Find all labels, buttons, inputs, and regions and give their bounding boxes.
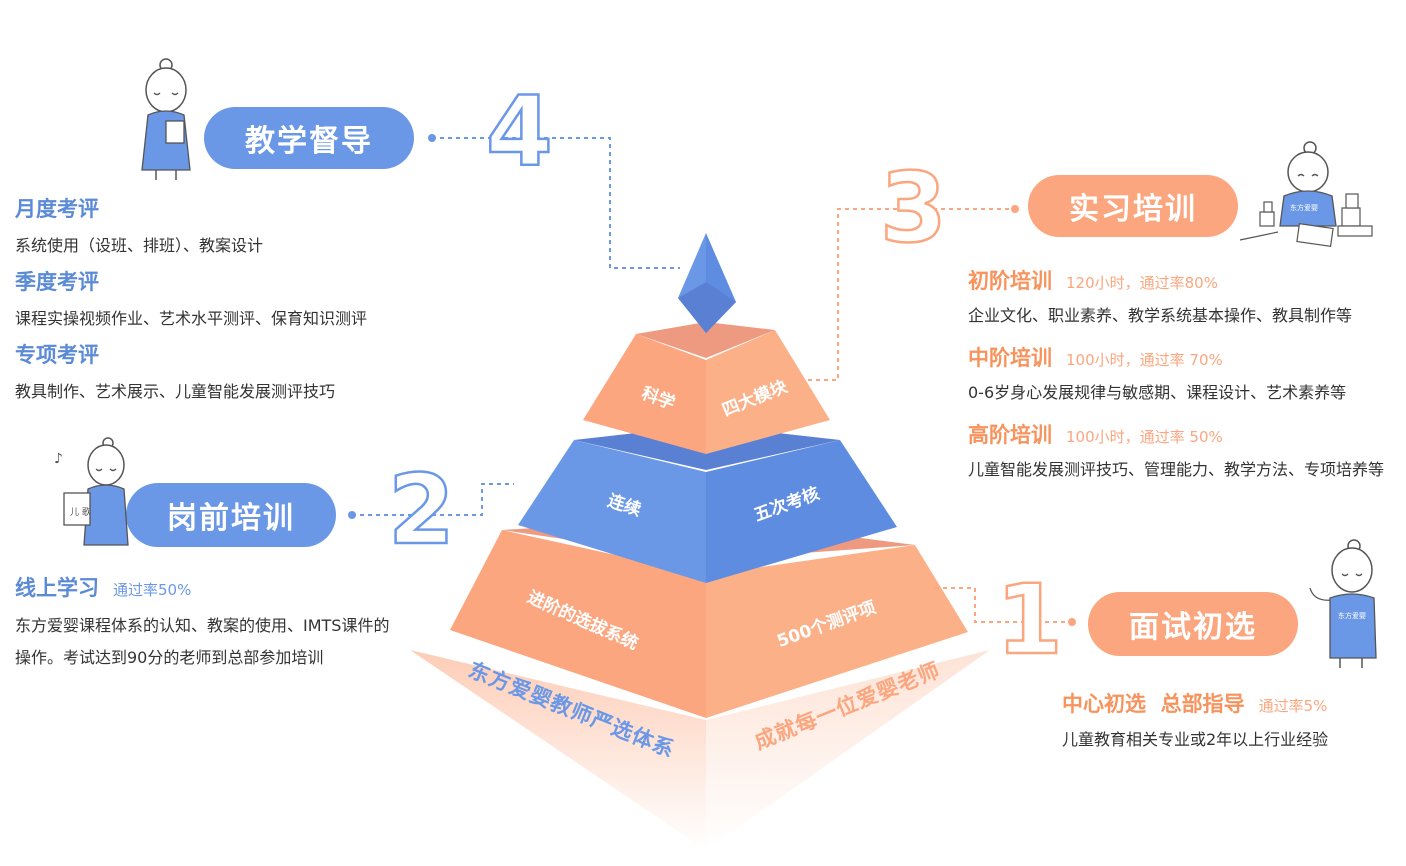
connector-2-dot	[348, 511, 356, 519]
song-paper-text: 儿 歌	[70, 506, 91, 518]
interview-title-text: 中心初选 总部指导	[1062, 692, 1245, 716]
teacher-illustration-right-bottom: 东方爱婴	[1309, 539, 1377, 668]
pyramid-base-left	[410, 650, 706, 850]
internship-title-text: 中阶培训	[968, 346, 1052, 370]
pyramid-base-right	[706, 650, 990, 850]
pyramid-apex-front	[678, 282, 736, 333]
pyramid-l4-right	[706, 545, 968, 718]
step-number-2: 2	[387, 454, 456, 566]
supervision-item-desc: 课程实操视频作业、艺术水平测评、保育知识测评	[15, 309, 368, 328]
internship-item: 初阶培训 120小时，通过率80% 企业文化、职业素养、教学系统基本操作、教具制作…	[968, 265, 1398, 342]
supervision-item: 季度考评 课程实操视频作业、艺术水平测评、保育知识测评	[15, 266, 435, 339]
internship-meta: 120小时，通过率80%	[1066, 274, 1218, 292]
step-4-title: 教学督导	[204, 107, 414, 169]
step-2-title: 岗前培训	[126, 483, 336, 547]
internship-meta: 100小时，通过率 50%	[1066, 428, 1223, 446]
supervision-item-desc: 教具制作、艺术展示、儿童智能发展测评技巧	[15, 382, 336, 401]
connector-2	[352, 483, 514, 516]
internship-item-desc: 儿童智能发展测评技巧、管理能力、教学方法、专项培养等	[968, 460, 1385, 479]
pretraining-block: 线上学习通过率50% 东方爱婴课程体系的认知、教案的使用、IMTS课件的 操作。…	[15, 572, 435, 668]
step-number-3: 3	[879, 152, 948, 264]
pyramid-l4-left	[450, 530, 706, 718]
connector-4-dot	[428, 134, 436, 142]
pyramid-l2-right	[706, 330, 830, 454]
connector-1-dot	[1068, 618, 1076, 626]
connector-1	[935, 587, 1068, 623]
teacher-illustration-top-left	[141, 58, 191, 180]
internship-title-text: 高阶培训	[968, 423, 1052, 447]
internship-meta: 100小时，通过率 70%	[1066, 351, 1223, 369]
interview-title: 中心初选 总部指导通过率5%	[1062, 688, 1402, 718]
svg-text:♪: ♪	[54, 451, 63, 467]
internship-list: 初阶培训 120小时，通过率80% 企业文化、职业素养、教学系统基本操作、教具制作…	[968, 265, 1398, 496]
step-number-4: 4	[485, 76, 554, 188]
pretraining-title: 线上学习通过率50%	[15, 572, 435, 602]
internship-title-text: 初阶培训	[968, 269, 1052, 293]
pretraining-desc-line1: 东方爱婴课程体系的认知、教案的使用、IMTS课件的	[15, 616, 390, 635]
supervision-item-title: 专项考评	[15, 343, 99, 367]
supervision-item-title: 季度考评	[15, 270, 99, 294]
step-1-title: 面试初选	[1088, 592, 1298, 656]
teacher-illustration-right-top: 东方爱婴	[1239, 141, 1373, 247]
supervision-list: 月度考评 系统使用（设班、排班）、教案设计 季度考评 课程实操视频作业、艺术水平…	[15, 193, 435, 412]
internship-item-desc: 企业文化、职业素养、教学系统基本操作、教具制作等	[968, 306, 1353, 325]
shirt-text-2: 东方爱婴	[1338, 611, 1366, 620]
pretraining-title-text: 线上学习	[15, 576, 99, 600]
interview-block: 中心初选 总部指导通过率5% 儿童教育相关专业或2年以上行业经验	[1062, 688, 1402, 750]
pyramid-l3-left	[518, 440, 706, 583]
supervision-item-title: 月度考评	[15, 197, 99, 221]
supervision-item-desc: 系统使用（设班、排班）、教案设计	[15, 236, 264, 255]
internship-item-title: 中阶培训 100小时，通过率 70%	[968, 342, 1398, 372]
internship-item: 高阶培训 100小时，通过率 50% 儿童智能发展测评技巧、管理能力、教学方法、专…	[968, 419, 1398, 496]
supervision-item: 月度考评 系统使用（设班、排班）、教案设计	[15, 193, 435, 266]
pretraining-desc-line2: 操作。考试达到90分的老师到总部参加培训	[15, 648, 324, 667]
connector-3	[808, 208, 1012, 381]
internship-item-title: 初阶培训 120小时，通过率80%	[968, 265, 1398, 295]
pyramid-l3-right	[706, 440, 897, 583]
shirt-text: 东方爱婴	[1290, 203, 1318, 212]
pyramid-l2-left	[583, 334, 706, 454]
step-3-title: 实习培训	[1028, 175, 1238, 237]
internship-item-title: 高阶培训 100小时，通过率 50%	[968, 419, 1398, 449]
teacher-illustration-left: ♪ 儿 歌	[54, 437, 129, 546]
interview-rate: 通过率5%	[1258, 697, 1328, 715]
internship-item-desc: 0-6岁身心发展规律与敏感期、课程设计、艺术素养等	[968, 383, 1347, 402]
connector-3-dot	[1011, 205, 1019, 213]
pyramid-l2-top	[636, 322, 775, 358]
internship-item: 中阶培训 100小时，通过率 70% 0-6岁身心发展规律与敏感期、课程设计、艺术…	[968, 342, 1398, 419]
supervision-item: 专项考评 教具制作、艺术展示、儿童智能发展测评技巧	[15, 339, 435, 412]
interview-desc: 儿童教育相关专业或2年以上行业经验	[1062, 730, 1329, 749]
connector-4	[432, 137, 680, 269]
step-number-1: 1	[995, 564, 1064, 676]
pretraining-rate: 通过率50%	[113, 581, 192, 599]
